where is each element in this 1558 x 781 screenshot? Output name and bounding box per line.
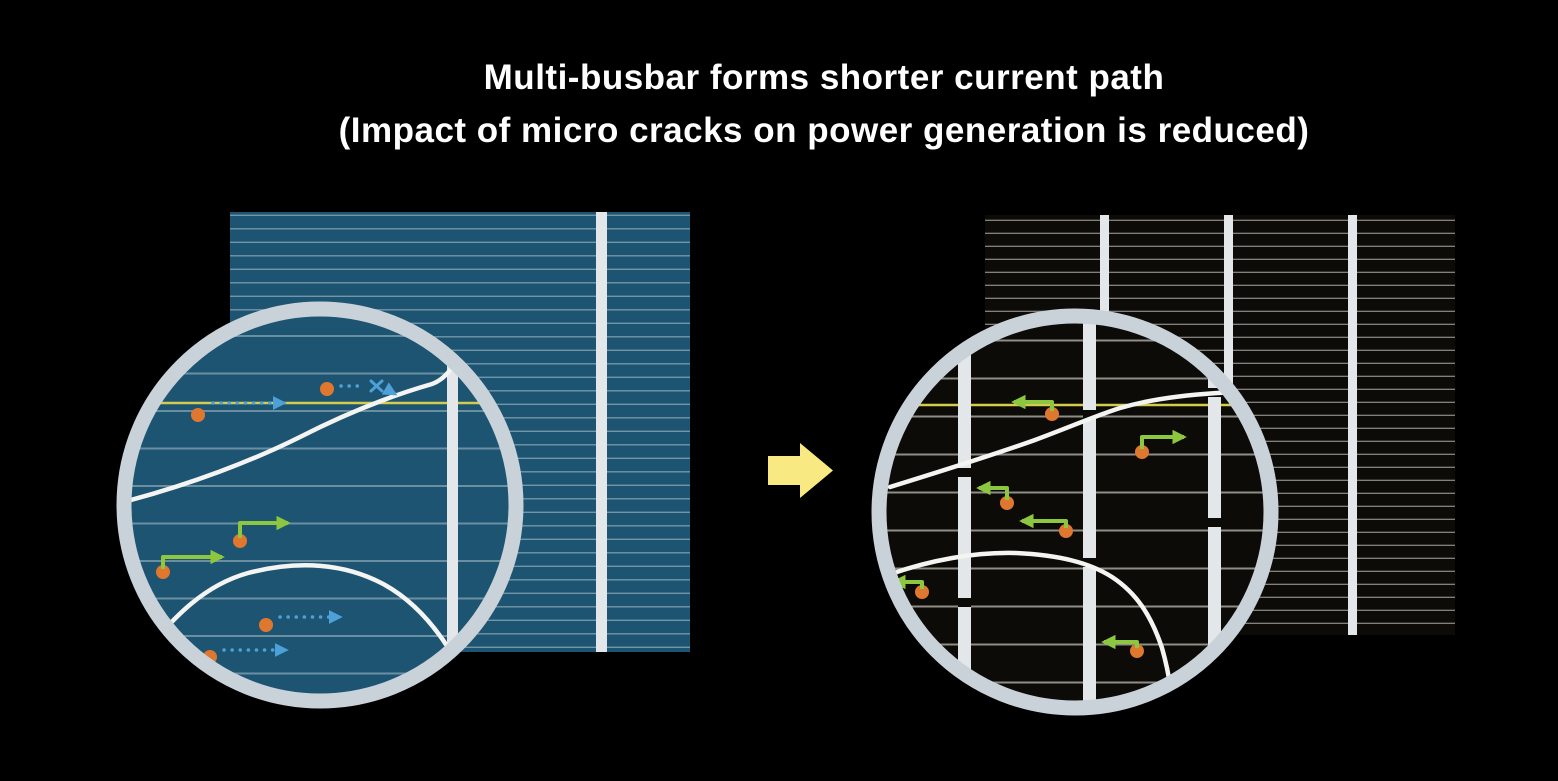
electron-dot: [259, 618, 273, 632]
current-arrow-green: [238, 515, 291, 538]
current-arrow-green: [891, 574, 924, 590]
blocked-current-arrowhead: [381, 382, 398, 396]
right-lens-finger-lines: [886, 323, 1264, 701]
title-line-1: Multi-busbar forms shorter current path: [483, 58, 1165, 97]
electron-dot: [915, 585, 929, 599]
electron-dot: [1045, 407, 1059, 421]
busbar-gap: [1208, 518, 1221, 527]
title-line-2: (Impact of micro cracks on power generat…: [338, 110, 1310, 150]
blocked-current-path: [320, 379, 398, 396]
right-lens-busbar: [1208, 323, 1221, 701]
electron-dot: [1135, 445, 1149, 459]
left-magnifier-ring: [116, 301, 524, 709]
diagram-title: Multi-busbar forms shorter current path …: [45, 52, 1558, 157]
electron-dot: [233, 534, 247, 548]
current-arrow-green: [1011, 394, 1054, 411]
right-lens-busbar: [958, 323, 971, 701]
electron-dot: [156, 565, 170, 579]
electron-dot: [1130, 644, 1144, 658]
current-path: [1019, 513, 1073, 538]
current-path: [1101, 634, 1144, 658]
current-path: [1135, 429, 1187, 459]
current-path: [1011, 394, 1059, 421]
right-magnifier-ring: [871, 308, 1279, 716]
busbar-gap: [958, 598, 971, 607]
micro-crack-line: [137, 563, 450, 661]
current-arrow-green: [1019, 513, 1068, 529]
current-path: [156, 549, 225, 579]
right-lens-busbar: [1083, 323, 1096, 701]
busbar-gap: [958, 468, 971, 477]
right-lens-content: [886, 323, 1264, 701]
transition-right-arrow-icon: [768, 443, 833, 498]
busbar-gap: [1083, 410, 1096, 419]
busbar-gap: [1083, 558, 1096, 567]
conventional-cell-busbar: [596, 212, 607, 652]
current-arrow-green: [1140, 429, 1187, 449]
current-path: [976, 480, 1014, 510]
left-lens-finger-lines: [131, 316, 509, 694]
blocked-current-path: [259, 610, 343, 632]
blocked-x-mark: [369, 379, 384, 393]
electron-dot: [320, 382, 334, 396]
left-lens-busbar: [447, 316, 458, 694]
current-path: [233, 515, 291, 548]
micro-crack-line: [131, 335, 467, 503]
current-arrow-green: [161, 549, 225, 569]
current-arrow-green: [1101, 634, 1139, 650]
current-arrow-green: [976, 480, 1009, 500]
micro-crack-line: [887, 388, 1263, 490]
micro-crack-line: [886, 550, 1174, 695]
electron-dot: [191, 408, 205, 422]
electron-dot: [1000, 496, 1014, 510]
current-path: [891, 574, 929, 599]
blocked-current-path: [191, 396, 287, 422]
multi-busbar-cell-busbar: [1348, 215, 1357, 635]
left-lens-content: [131, 316, 509, 694]
electron-dot: [1059, 524, 1073, 538]
